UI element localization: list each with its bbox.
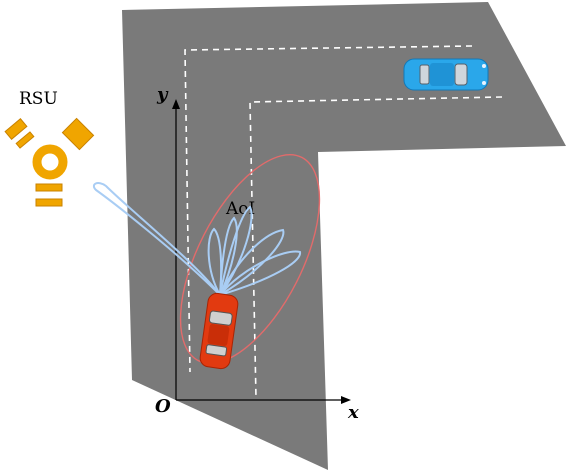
beam-lobe-4 bbox=[217, 228, 285, 298]
rsu-panel-left bbox=[4, 118, 28, 140]
y-axis-arrow bbox=[172, 99, 180, 109]
x-axis-arrow bbox=[341, 396, 351, 404]
red-car-rear-window bbox=[205, 344, 228, 357]
blue-car-light-2 bbox=[482, 81, 486, 85]
rsu-bar-1 bbox=[35, 183, 63, 192]
beam-lobe-5 bbox=[217, 250, 301, 297]
rsu-label: RSU bbox=[19, 89, 58, 109]
y-axis-label: y bbox=[156, 84, 169, 105]
red-car-roof bbox=[207, 324, 230, 346]
red-car-icon bbox=[199, 292, 239, 370]
blue-car-windshield-front bbox=[454, 63, 468, 86]
beam-lobes bbox=[92, 182, 301, 299]
x-axis-label: x bbox=[347, 402, 359, 423]
beam-lobe-rsu bbox=[92, 182, 221, 296]
aoi-ellipse bbox=[179, 154, 321, 364]
outer-lane-line bbox=[184, 45, 473, 373]
red-car-windshield bbox=[208, 310, 233, 326]
blue-car-windshield-rear bbox=[419, 64, 430, 85]
beam-lobe-2 bbox=[219, 216, 238, 296]
aoi-label: AoI bbox=[225, 199, 255, 219]
rsu-panel-right-large bbox=[61, 117, 95, 151]
rsu-ring bbox=[32, 144, 68, 180]
origin-label: O bbox=[155, 396, 171, 417]
lane-markings bbox=[184, 45, 503, 399]
rsu-antenna-icon bbox=[4, 117, 95, 207]
road-surface bbox=[122, 2, 566, 470]
blue-car-icon bbox=[403, 58, 489, 91]
blue-car-roof bbox=[430, 63, 454, 86]
rsu-bar-2 bbox=[35, 198, 63, 207]
blue-car-light-1 bbox=[482, 64, 486, 68]
coordinate-axes bbox=[172, 99, 351, 404]
rsu-panel-mid bbox=[15, 131, 35, 149]
